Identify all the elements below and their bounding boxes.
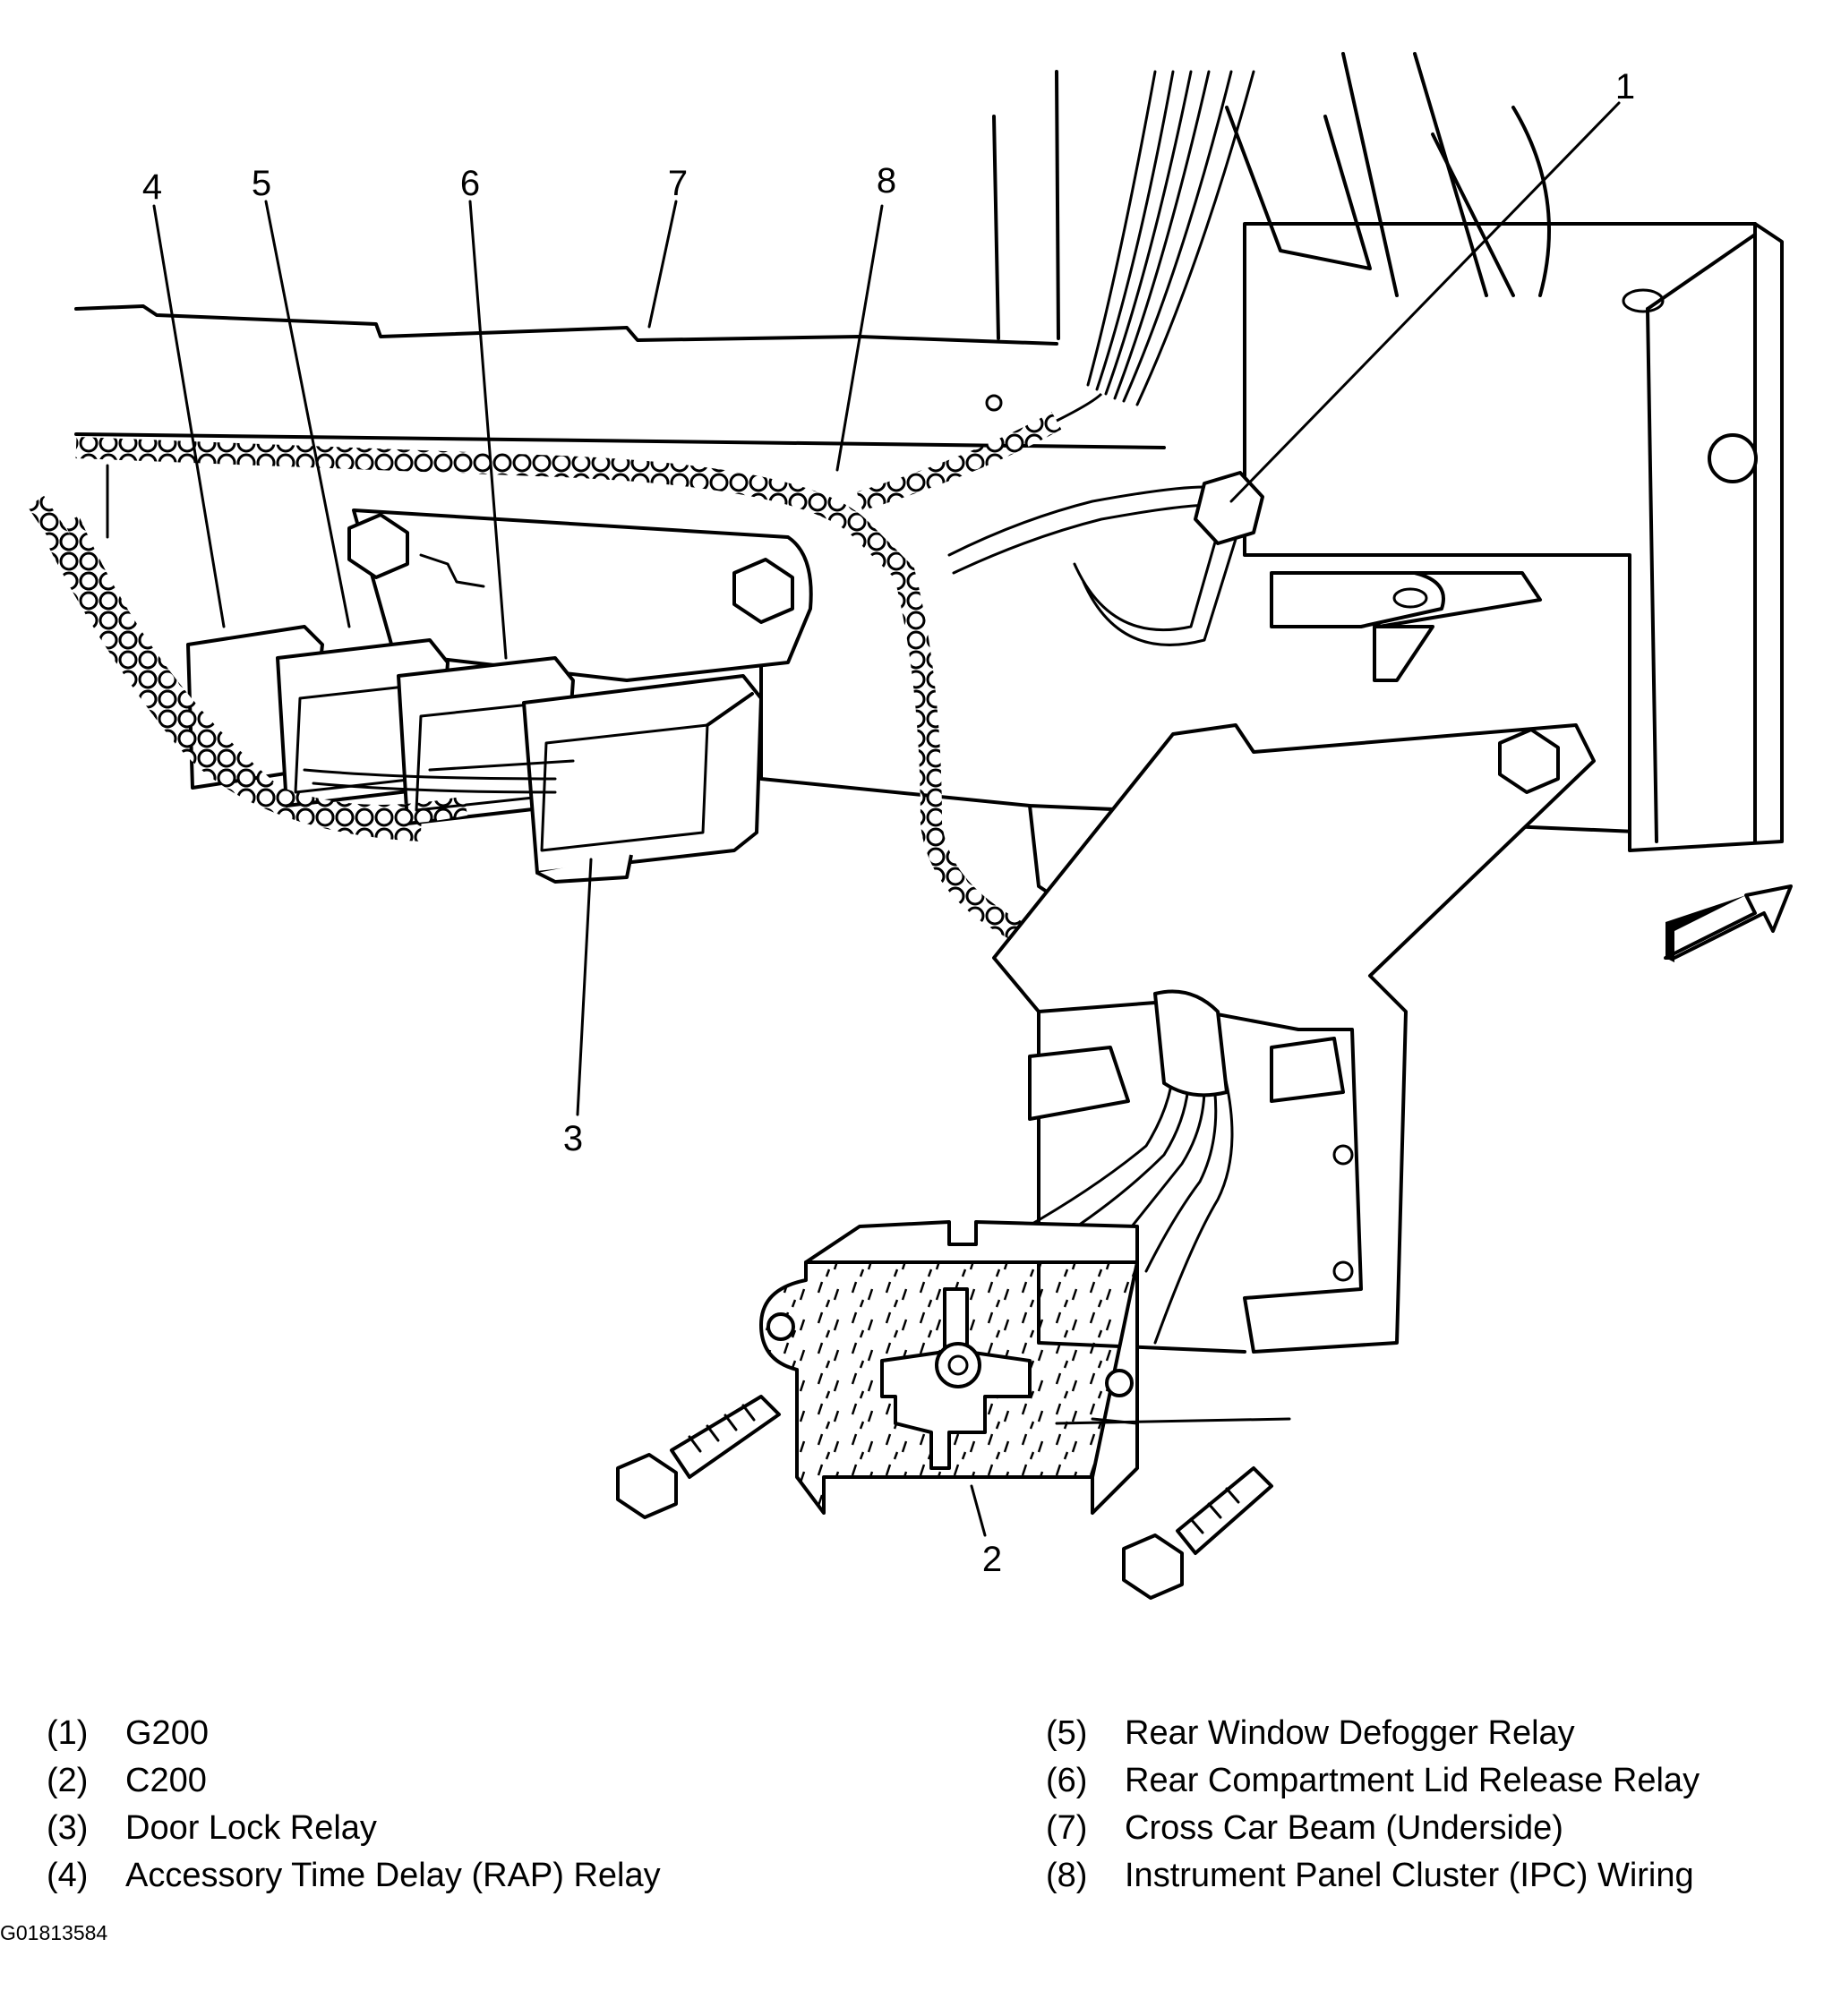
leader-lines [152,101,1621,1537]
relay-bracket [347,508,813,682]
callout-5: 5 [252,164,271,203]
legend-number: (7) [1046,1809,1088,1847]
legend-label: G200 [125,1714,209,1752]
legend-item: (4) Accessory Time Delay (RAP) Relay [47,1852,661,1900]
legend-left: (1) G200 (2) C200 (3) Door Lock Relay (4… [47,1710,661,1900]
callout-6: 6 [460,164,480,203]
legend-number: (2) [47,1762,89,1799]
direction-arrow-icon [1664,884,1793,962]
legend-label: Rear Compartment Lid Release Relay [1125,1762,1700,1799]
legend-label: Door Lock Relay [125,1809,377,1847]
legend-item: (3) Door Lock Relay [47,1805,661,1852]
legend-label: Cross Car Beam (Underside) [1125,1809,1563,1847]
right-bracket [1243,222,1784,852]
legend-label: Rear Window Defogger Relay [1125,1714,1575,1752]
legend-item: (2) C200 [47,1757,661,1805]
door-lock-relay [522,674,763,884]
callout-7: 7 [668,164,688,203]
callout-3: 3 [563,1119,583,1158]
legend-number: (3) [47,1809,89,1847]
legend-number: (1) [47,1714,89,1752]
legend-label: Instrument Panel Cluster (IPC) Wiring [1125,1857,1694,1894]
legend-number: (8) [1046,1857,1088,1894]
legend-number: (6) [1046,1762,1088,1799]
legend-item: (1) G200 [47,1710,661,1757]
legend-right: (5) Rear Window Defogger Relay (6) Rear … [1046,1710,1700,1900]
legend-label: C200 [125,1762,207,1799]
legend-number: (5) [1046,1714,1088,1752]
callout-4: 4 [142,167,162,207]
g200-ground-bolt [1194,471,1445,682]
callout-8: 8 [877,161,896,201]
legend-item: (8) Instrument Panel Cluster (IPC) Wirin… [1046,1852,1700,1900]
legend-item: (6) Rear Compartment Lid Release Relay [1046,1757,1700,1805]
c200-screw-left [616,1395,781,1519]
relay-wiring [27,495,575,841]
upper-wire-bundle [1086,52,1551,406]
c200-screw-right [1122,1466,1273,1600]
c200-harness [1010,989,1234,1345]
c200-connector [759,1220,1139,1515]
legend-label: Accessory Time Delay (RAP) Relay [125,1857,661,1894]
legend-item: (5) Rear Window Defogger Relay [1046,1710,1700,1757]
figure-id: G01813584 [0,1921,108,1944]
relay-location-diagram: 1 2 3 4 5 6 7 8 [27,52,1793,1600]
legend-number: (4) [47,1857,89,1894]
callout-2: 2 [982,1540,1002,1579]
legend-item: (7) Cross Car Beam (Underside) [1046,1805,1700,1852]
ipc-wiring-harness [75,392,1246,960]
callout-1: 1 [1615,67,1635,107]
